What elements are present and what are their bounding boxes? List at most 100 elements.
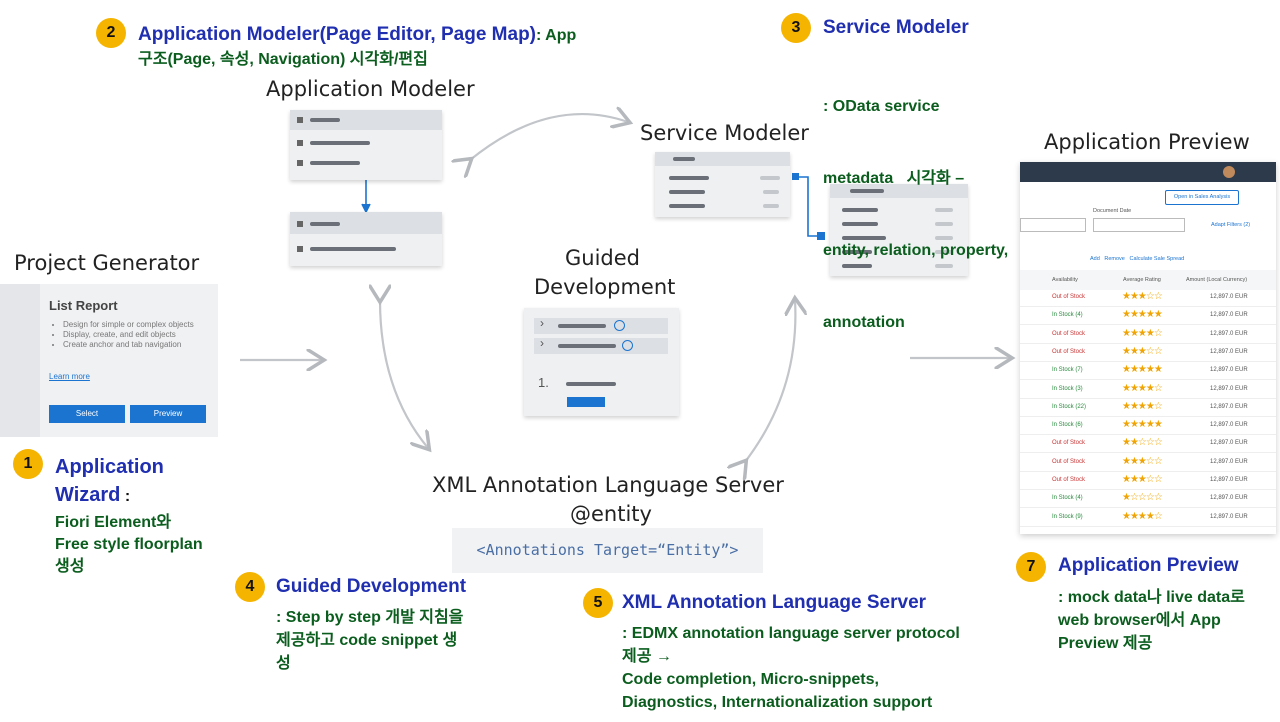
note-3-body: : OData service metadata 시각화 – entity, r… [823,98,1009,331]
amount-cell: 12,897.0 EUR [1210,403,1248,410]
list-report-bullets: Design for simple or complex objects Dis… [49,320,213,350]
amount-cell: 12,897.0 EUR [1210,477,1248,483]
guided-dev-card: › › 1. [524,308,679,416]
add-action[interactable]: Add [1090,256,1100,262]
preview-button[interactable]: Preview [130,405,206,423]
rating-cell: ★★★★★ [1122,309,1163,321]
bullet-item: Display, create, and edit objects [63,330,213,340]
note-5-body: : EDMX annotation language server protoc… [622,625,960,711]
amount-cell: 12,897.0 EUR [1210,385,1248,392]
availability-cell: Out of Stock [1052,348,1086,355]
select-button[interactable]: Select [49,405,125,423]
note-1-title: Application Wizard : [55,456,164,506]
rating-cell: ★★★★★ [1122,419,1163,431]
note-5-title: XML Annotation Language Server [622,592,927,613]
availability-cell: Out of Stock [1052,294,1086,300]
calc-sale-spread-action[interactable]: Calculate Sale Spread [1129,256,1185,262]
badge-4: 4 [235,572,265,602]
amount-cell: 12,897.0 EUR [1210,513,1248,520]
remove-action[interactable]: Remove [1104,256,1125,262]
table-row[interactable]: In Stock (4) ★★★★★ 12,897.0 EUR [1020,306,1276,326]
guided-step-number: 1. [538,375,549,390]
service-modeler-card-left [655,152,790,217]
xml-entity-heading: @entity [570,502,652,526]
amount-cell: 12,897.0 EUR [1210,367,1248,374]
availability-cell: In Stock (4) [1052,312,1083,319]
rating-cell: ★★☆☆☆ [1122,437,1163,449]
app-preview-heading: Application Preview [1044,130,1250,154]
preview-shellbar [1020,162,1276,182]
preview-avatar [1223,166,1235,178]
amount-cell: 12,897.0 EUR [1210,495,1248,502]
rating-cell: ★★★☆☆ [1122,474,1163,485]
guided-heading-2: Development [534,275,676,299]
note-7-body: : mock data나 live data로 web browser에서 Ap… [1058,589,1245,652]
app-modeler-card-bottom [290,212,442,266]
open-sales-analysis-button[interactable]: Open in Sales Analysis [1165,190,1239,205]
availability-cell: In Stock (4) [1052,495,1083,502]
table-row[interactable]: Out of Stock★★★☆☆12,897.0 EUR [1020,288,1276,307]
rating-cell: ★☆☆☆☆ [1122,492,1163,504]
table-row[interactable]: Out of Stock ★★★☆☆ 12,897.0 EUR [1020,343,1276,362]
project-generator-heading: Project Generator [14,251,200,275]
search-field[interactable] [1020,218,1086,232]
table-row[interactable]: Out of Stock★★★★☆12,897.0 EUR [1020,325,1276,344]
table-row[interactable]: Out of Stock★★★☆☆12,897.0 EUR [1020,453,1276,472]
note-1-body: Fiori Element와 Free style floorplan 생성 [55,514,203,575]
amount-cell: 12,897.0 EUR [1210,440,1248,447]
rating-cell: ★★★★☆ [1122,400,1163,412]
amount-cell: 12,897.0 EUR [1210,312,1248,319]
note-4-body: : Step by step 개발 지침을 제공하고 code snippet … [276,609,464,672]
rating-cell: ★★★★☆ [1122,510,1163,522]
availability-cell: Out of Stock [1052,458,1086,465]
table-header: Availability Average Rating Amount (Loca… [1020,270,1276,290]
table-row[interactable]: Out of Stock★★☆☆☆12,897.0 EUR [1020,434,1276,454]
availability-cell: In Stock (9) [1052,513,1083,520]
note-3-title: Service Modeler [823,17,969,38]
table-row[interactable]: In Stock (4) ★☆☆☆☆ 12,897.0 EUR [1020,489,1276,509]
amount-cell: 12,897.0 EUR [1210,348,1248,355]
service-modeler-card-right [830,184,968,276]
rating-cell: ★★★★☆ [1122,382,1163,394]
learn-more-link[interactable]: Learn more [49,372,90,381]
app-modeler-card-top [290,110,442,180]
table-row[interactable]: In Stock (9) ★★★★☆ 12,897.0 EUR [1020,508,1276,527]
amount-cell: 12,897.0 EUR [1210,294,1248,300]
xml-code-snippet: <Annotations Target=“Entity”> [452,528,763,573]
guided-insert-button[interactable] [567,397,605,407]
preview-toolbar: Add Remove Calculate Sale Spread [1090,256,1184,262]
availability-cell: In Stock (3) [1052,385,1083,392]
guided-heading-1: Guided [565,246,640,270]
table-row[interactable]: In Stock (7)★★★★★12,897.0 EUR [1020,361,1276,381]
amount-cell: 12,897.0 EUR [1210,458,1248,465]
list-report-card: List Report Design for simple or complex… [0,284,218,437]
note-2: Application Modeler(Page Editor, Page Ma… [138,24,577,68]
table-row[interactable]: Out of Stock★★★☆☆12,897.0 EUR [1020,471,1276,490]
table-row[interactable]: In Stock (6) ★★★★★ 12,897.0 EUR [1020,416,1276,436]
badge-2: 2 [96,18,126,48]
table-row[interactable]: In Stock (22)★★★★☆12,897.0 EUR [1020,398,1276,417]
bullet-item: Create anchor and tab navigation [63,340,213,350]
list-report-sidebar [0,284,40,437]
list-report-title: List Report [49,298,118,313]
adapt-filters-link[interactable]: Adapt Filters (2) [1211,222,1251,228]
service-modeler-heading: Service Modeler [640,121,809,145]
table-row[interactable]: In Stock (3) ★★★★☆ 12,897.0 EUR [1020,380,1276,399]
rating-cell: ★★★☆☆ [1122,345,1163,357]
card-header [290,212,442,234]
badge-5: 5 [583,588,613,618]
badge-7: 7 [1016,552,1046,582]
rating-cell: ★★★★☆ [1122,327,1163,339]
document-date-field[interactable] [1093,218,1185,232]
availability-cell: In Stock (6) [1052,422,1083,429]
badge-3: 3 [781,13,811,43]
card-header [290,110,442,130]
badge-1: 1 [13,449,43,479]
note-7-title: Application Preview [1058,555,1239,576]
document-date-label: Document Date [1093,208,1132,214]
amount-cell: 12,897.0 EUR [1210,422,1248,429]
note-4-title: Guided Development [276,576,467,597]
rating-cell: ★★★★★ [1122,364,1163,376]
